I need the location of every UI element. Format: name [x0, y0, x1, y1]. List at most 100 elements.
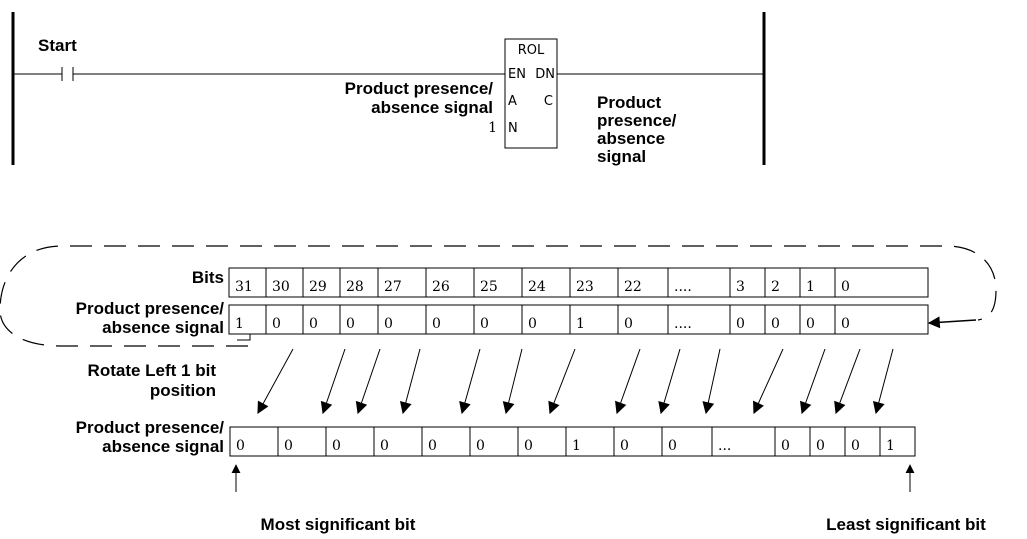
after-bit-value: ... [718, 438, 731, 454]
pin-en: EN [508, 67, 526, 82]
shift-arrow-icon [399, 348, 421, 415]
bit-number-cell [729, 267, 766, 298]
before-bit-cell [667, 304, 731, 335]
after-bit-cell [613, 426, 663, 457]
after-label-line2: absence signal [102, 437, 224, 456]
bit-number-value: 29 [309, 279, 327, 295]
before-bit-value: 0 [480, 316, 489, 332]
after-bit-value: 0 [380, 438, 389, 454]
block-name: ROL [518, 43, 545, 58]
after-bit-value: 0 [851, 438, 860, 454]
before-bit-value: .... [674, 316, 692, 332]
before-bit-value: 0 [309, 316, 318, 332]
before-bit-cell [228, 304, 267, 335]
shift-arrow-icon [752, 348, 784, 415]
bit-number-cell [302, 267, 341, 298]
shift-arrow-icon [459, 348, 481, 415]
input-label-line1: Product presence/ [345, 79, 494, 98]
after-bit-value: 0 [620, 438, 629, 454]
bits-label: Bits [192, 268, 224, 287]
bit-number-cell [799, 267, 836, 298]
before-bit-value: 0 [432, 316, 441, 332]
shift-arrow-icon [800, 348, 826, 415]
after-bit-value: 1 [572, 438, 581, 454]
bit-number-value: 24 [528, 279, 546, 295]
output-label-line2: presence/ [597, 111, 677, 130]
bit-number-value: 0 [841, 279, 850, 295]
before-bit-cell [377, 304, 427, 335]
bit-number-cell [521, 267, 571, 298]
bit-number-value: 22 [624, 279, 642, 295]
shift-arrows [257, 348, 894, 415]
wraparound-arrow-icon [927, 316, 977, 329]
shift-arrow-icon [615, 348, 641, 415]
bit-number-value: 27 [384, 279, 402, 295]
bit-number-cell [834, 267, 929, 298]
shift-arrow-icon [502, 348, 523, 415]
after-bit-cell [325, 426, 375, 457]
after-bit-value: 0 [668, 438, 677, 454]
shift-arrow-icon [702, 348, 721, 415]
pin-dn: DN [535, 67, 555, 82]
after-bit-cell [809, 426, 846, 457]
bit-number-cell [339, 267, 379, 298]
n-value: 1 [488, 120, 497, 136]
bit-number-value: 3 [736, 279, 745, 295]
shift-arrow-icon [872, 348, 894, 415]
bit-number-value: 25 [480, 279, 498, 295]
bit-number-value: 26 [432, 279, 450, 295]
shift-arrow-icon [548, 348, 576, 415]
after-bit-value: 0 [332, 438, 341, 454]
output-label-line3: absence [597, 129, 665, 148]
bit-number-value: 28 [346, 279, 364, 295]
before-bit-cell [473, 304, 523, 335]
before-bit-value: 0 [806, 316, 815, 332]
rotate-label-line2: position [150, 381, 216, 400]
after-bit-cell [565, 426, 615, 457]
shift-arrow-icon [834, 348, 861, 415]
before-bit-value: 0 [841, 316, 850, 332]
after-bit-cell [421, 426, 471, 457]
rol-function-block: ROL EN DN A C N [504, 38, 558, 149]
after-bit-cell [844, 426, 881, 457]
bit-number-cell [617, 267, 669, 298]
after-bit-value: 0 [816, 438, 825, 454]
after-bit-value: 1 [886, 438, 895, 454]
after-bit-value: 0 [236, 438, 245, 454]
before-bit-cell [265, 304, 304, 335]
shift-arrow-icon [320, 348, 346, 415]
input-label-line2: absence signal [371, 98, 493, 117]
bit-number-cell [377, 267, 427, 298]
before-bit-cell [617, 304, 669, 335]
after-bit-value: 0 [524, 438, 533, 454]
before-bit-value: 0 [384, 316, 393, 332]
rotate-label-line1: Rotate Left 1 bit [88, 361, 217, 380]
bit-number-value: 30 [272, 279, 290, 295]
before-bit-value: 1 [235, 316, 244, 332]
before-bit-value: 0 [736, 316, 745, 332]
wraparound-dashed-loop [0, 245, 997, 347]
pin-n: N [508, 121, 518, 136]
before-bit-cell [425, 304, 475, 335]
before-label-line1: Product presence/ [76, 299, 225, 318]
after-bit-cell [774, 426, 811, 457]
before-bit-cell [834, 304, 929, 335]
bit-number-cell [569, 267, 619, 298]
before-bit-value: 0 [272, 316, 281, 332]
bit-number-cell [265, 267, 304, 298]
before-bit-cell [569, 304, 619, 335]
after-bit-value: 0 [428, 438, 437, 454]
after-bit-cell [879, 426, 916, 457]
after-bit-cell [229, 426, 279, 457]
before-bit-value: 0 [346, 316, 355, 332]
after-bit-value: 0 [781, 438, 790, 454]
shift-arrow-icon [658, 348, 681, 415]
contact-label: Start [38, 36, 77, 55]
bit-number-value: .... [674, 279, 692, 295]
bit-number-value: 1 [806, 279, 815, 295]
after-bit-value: 0 [476, 438, 485, 454]
